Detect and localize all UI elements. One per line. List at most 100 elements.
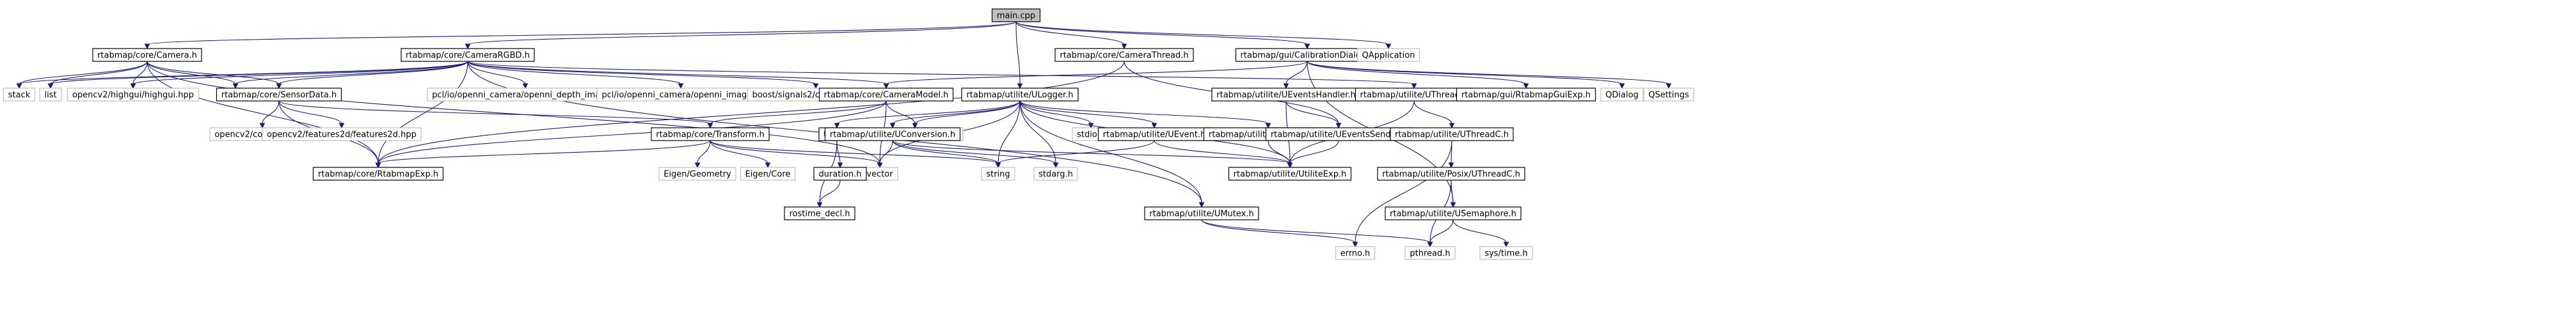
edge-uevent-to-string — [998, 140, 1155, 164]
arrowhead-sensordata-to-features2d — [338, 123, 345, 129]
node-ulogger[interactable]: rtabmap/utilite/ULogger.h — [961, 88, 1079, 102]
edge-calibdialog-to-qdialog — [1307, 61, 1623, 85]
arrowhead-camerargbd-to-pcl_image — [678, 83, 684, 89]
arrowhead-camerargbd-to-pcl_depth — [522, 83, 529, 89]
node-label-posixuthreadc: rtabmap/utilite/Posix/UThreadC.h — [1382, 170, 1520, 180]
node-box-features2d — [262, 127, 422, 141]
node-box-eigencore — [740, 167, 796, 181]
node-camerathread[interactable]: rtabmap/core/CameraThread.h — [1054, 48, 1194, 62]
edge-camerathread-to-rtabmapexp — [378, 61, 1125, 164]
edge-duration-to-rostime — [819, 180, 841, 204]
node-cameramodel[interactable]: rtabmap/core/CameraModel.h — [818, 88, 954, 102]
node-string: string — [981, 167, 1015, 181]
node-box-camera — [92, 48, 202, 62]
node-label-string: string — [986, 170, 1010, 180]
node-main[interactable]: main.cpp — [991, 8, 1041, 22]
node-label-errno: errno.h — [1340, 249, 1371, 259]
node-box-main — [991, 8, 1041, 22]
node-box-uthreadc — [1390, 127, 1514, 141]
edge-main-to-camerargbd — [467, 21, 1017, 45]
node-utiliteexp[interactable]: rtabmap/utilite/UtiliteExp.h — [1228, 167, 1352, 181]
arrowhead-umutex-to-errno — [1352, 241, 1358, 248]
node-label-uthreadc: rtabmap/utilite/UThreadC.h — [1395, 130, 1509, 140]
node-ueventssender[interactable]: rtabmap/utilite/UEventsSender.h — [1265, 127, 1412, 141]
node-box-eigengeom — [658, 167, 736, 181]
node-rostime[interactable]: rostime_decl.h — [784, 206, 855, 220]
node-ueventshandler[interactable]: rtabmap/utilite/UEventsHandler.h — [1211, 88, 1361, 102]
edge-main-to-camerathread — [1015, 21, 1125, 45]
node-transform[interactable]: rtabmap/core/Transform.h — [651, 127, 770, 141]
arrowhead-main-to-calibdialog — [1304, 43, 1310, 50]
edge-cameramodel-to-rtabmapexp — [378, 100, 887, 164]
node-label-systime: sys/time.h — [1484, 249, 1527, 259]
node-label-eigengeom: Eigen/Geometry — [664, 170, 731, 180]
node-umutex[interactable]: rtabmap/utilite/UMutex.h — [1144, 206, 1259, 220]
node-uthreadc[interactable]: rtabmap/utilite/UThreadC.h — [1390, 127, 1514, 141]
node-uevent[interactable]: rtabmap/utilite/UEvent.h — [1097, 127, 1211, 141]
node-box-systime — [1479, 246, 1533, 260]
node-label-transform: rtabmap/core/Transform.h — [656, 130, 765, 140]
edge-transform-to-rtabmapexp — [378, 140, 711, 164]
edge-camerargbd-to-stack — [19, 61, 468, 85]
node-label-qapplication: QApplication — [1362, 51, 1415, 61]
edge-calibdialog-to-guiexp — [1307, 61, 1527, 85]
arrowhead-ulogger-to-udestroyer — [1265, 123, 1271, 129]
node-highgui: opencv2/highgui/highgui.hpp — [67, 88, 200, 102]
edge-sensordata-to-corehpp — [262, 100, 280, 125]
edge-camerargbd-to-cameramodel — [467, 61, 887, 85]
node-label-pcl_image: pcl/io/openni_camera/openni_image.h — [601, 91, 759, 100]
arrowhead-ueventssender-to-utiliteexp — [1287, 162, 1293, 169]
edge-ulogger-to-udestroyer — [1019, 100, 1269, 125]
arrowhead-main-to-ulogger — [1017, 83, 1023, 89]
arrowhead-cameramodel-to-transform — [707, 123, 713, 129]
node-stack: stack — [3, 88, 36, 102]
edge-main-to-calibdialog — [1015, 21, 1308, 45]
edge-uthreadc-to-posixuthreadc — [1451, 140, 1452, 164]
node-box-pthread — [1404, 246, 1456, 260]
node-rtabmapexp[interactable]: rtabmap/core/RtabmapExp.h — [312, 167, 444, 181]
node-camera[interactable]: rtabmap/core/Camera.h — [92, 48, 202, 62]
node-usemaphore[interactable]: rtabmap/utilite/USemaphore.h — [1385, 206, 1522, 220]
arrowhead-camerargbd-to-set — [232, 83, 239, 89]
arrowhead-calibdialog-to-cameramodel — [883, 83, 889, 89]
node-label-usemaphore: rtabmap/utilite/USemaphore.h — [1390, 210, 1516, 219]
arrowhead-duration-to-rostime — [816, 202, 823, 208]
node-box-umutex — [1144, 206, 1259, 220]
node-label-pcl_depth: pcl/io/openni_camera/openni_depth_image.… — [432, 91, 619, 100]
node-calibdialog[interactable]: rtabmap/gui/CalibrationDialog.h — [1235, 48, 1379, 62]
node-uthread[interactable]: rtabmap/utilite/UThread.h — [1355, 88, 1474, 102]
edge-camera-to-stack — [19, 61, 148, 85]
node-guiexp[interactable]: rtabmap/gui/RtabmapGuiExp.h — [1456, 88, 1596, 102]
edge-camerargbd-to-boostconn — [467, 61, 816, 85]
arrowhead-ulogger-to-opencvhpp — [912, 123, 918, 129]
node-camerargbd[interactable]: rtabmap/core/CameraRGBD.h — [401, 48, 535, 62]
node-uconversion[interactable]: rtabmap/utilite/UConversion.h — [824, 127, 961, 141]
node-box-qdialog — [1600, 88, 1644, 102]
edge-camerargbd-to-uthread — [467, 61, 1415, 85]
node-eigencore: Eigen/Core — [740, 167, 796, 181]
node-label-qsettings: QSettings — [1648, 91, 1689, 100]
node-label-camerargbd: rtabmap/core/CameraRGBD.h — [406, 51, 530, 61]
edge-camerargbd-to-sensordata — [278, 61, 468, 85]
edge-uthreadc-to-errno — [1355, 140, 1452, 243]
edge-transform-to-string — [710, 140, 999, 164]
node-label-rostime: rostime_decl.h — [789, 210, 850, 219]
node-label-eigencore: Eigen/Core — [745, 170, 791, 180]
arrowhead-uthreadc-to-posixuthreadc — [1448, 162, 1454, 169]
arrowhead-transform-to-rtabmapexp — [375, 162, 381, 169]
node-label-qdialog: QDialog — [1605, 91, 1639, 100]
arrowhead-camerargbd-to-boostconn — [813, 83, 819, 89]
edge-camerargbd-to-list — [50, 61, 468, 85]
node-posixuthreadc[interactable]: rtabmap/utilite/Posix/UThreadC.h — [1377, 167, 1525, 181]
node-box-list — [39, 88, 62, 102]
node-box-ulogger — [961, 88, 1079, 102]
node-label-highgui: opencv2/highgui/highgui.hpp — [72, 91, 194, 100]
node-duration[interactable]: duration.h — [813, 167, 867, 181]
edge-camerargbd-to-pcl_depth — [467, 61, 526, 85]
node-qapplication: QApplication — [1356, 48, 1420, 62]
edge-camera-to-sensordata — [147, 61, 280, 85]
node-stdarg: stdarg.h — [1033, 167, 1078, 181]
arrowhead-usemaphore-to-pthread — [1427, 241, 1433, 248]
node-sensordata[interactable]: rtabmap/core/SensorData.h — [216, 88, 342, 102]
edge-main-to-camera — [147, 21, 1017, 45]
